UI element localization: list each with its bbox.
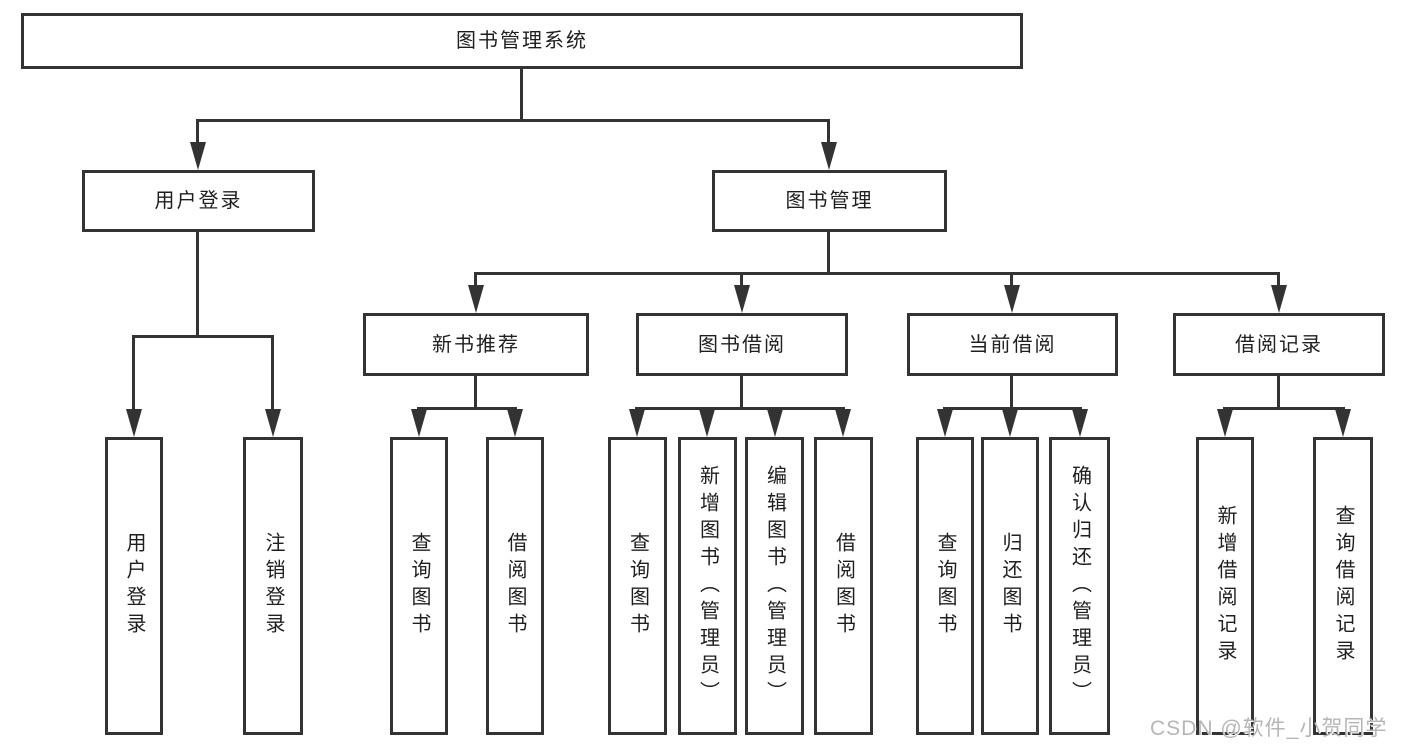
arrow-down-icon — [411, 409, 427, 437]
arrow-down-icon — [699, 409, 715, 437]
leaf-edit-books-admin: 编辑图书（管理员） — [745, 437, 804, 735]
node-new-book-recommend: 新书推荐 — [363, 313, 589, 376]
connector-vline — [740, 272, 743, 288]
connector-vline — [1277, 272, 1280, 288]
leaf-user-login: 用户登录 — [105, 437, 163, 735]
arrow-down-icon — [1004, 285, 1020, 313]
connector-hline — [943, 407, 1082, 410]
connector-vline — [520, 69, 523, 121]
leaf-add-borrow-record: 新增借阅记录 — [1196, 437, 1254, 735]
arrow-down-icon — [767, 409, 783, 437]
node-book-management: 图书管理 — [712, 170, 947, 232]
leaf-add-books-admin: 新增图书（管理员） — [678, 437, 737, 735]
leaf-query-books-recommend: 查询图书 — [390, 437, 448, 735]
connector-vline — [196, 119, 199, 144]
node-book-borrow: 图书借阅 — [636, 313, 848, 376]
connector-hline — [196, 119, 830, 122]
leaf-confirm-return-admin: 确认归还（管理员） — [1049, 437, 1110, 735]
connector-hline — [132, 335, 274, 338]
connector-hline — [474, 272, 1280, 275]
arrow-down-icon — [468, 285, 484, 313]
connector-vline — [1010, 376, 1013, 409]
leaf-logout: 注销登录 — [243, 437, 303, 735]
leaf-query-books-borrow: 查询图书 — [608, 437, 667, 735]
connector-vline — [740, 376, 743, 409]
leaf-return-books: 归还图书 — [981, 437, 1039, 735]
node-current-borrow: 当前借阅 — [907, 313, 1118, 376]
node-borrow-records: 借阅记录 — [1173, 313, 1385, 376]
csdn-watermark: CSDN @软件_小贺同学 — [1150, 717, 1388, 740]
arrow-down-icon — [507, 409, 523, 437]
arrow-down-icon — [835, 409, 851, 437]
arrow-down-icon — [821, 142, 837, 170]
connector-vline — [271, 335, 274, 411]
connector-vline — [827, 119, 830, 144]
connector-vline — [1277, 376, 1280, 409]
connector-vline — [132, 335, 135, 411]
connector-hline — [417, 407, 517, 410]
connector-vline — [474, 376, 477, 409]
leaf-borrow-books: 借阅图书 — [814, 437, 873, 735]
arrow-down-icon — [734, 285, 750, 313]
connector-hline — [1223, 407, 1345, 410]
leaf-borrow-books-recommend: 借阅图书 — [486, 437, 544, 735]
connector-vline — [196, 232, 199, 338]
arrow-down-icon — [265, 409, 281, 437]
node-user-login: 用户登录 — [82, 170, 315, 232]
arrow-down-icon — [937, 409, 953, 437]
arrow-down-icon — [1002, 409, 1018, 437]
leaf-query-books-current: 查询图书 — [916, 437, 974, 735]
connector-hline — [635, 407, 845, 410]
arrow-down-icon — [1072, 409, 1088, 437]
arrow-down-icon — [629, 409, 645, 437]
arrow-down-icon — [126, 409, 142, 437]
connector-vline — [827, 232, 830, 274]
arrow-down-icon — [1217, 409, 1233, 437]
arrow-down-icon — [1335, 409, 1351, 437]
node-root: 图书管理系统 — [21, 13, 1023, 69]
leaf-query-borrow-record: 查询借阅记录 — [1313, 437, 1373, 735]
arrow-down-icon — [1271, 285, 1287, 313]
arrow-down-icon — [190, 142, 206, 170]
connector-vline — [474, 272, 477, 288]
connector-vline — [1010, 272, 1013, 288]
